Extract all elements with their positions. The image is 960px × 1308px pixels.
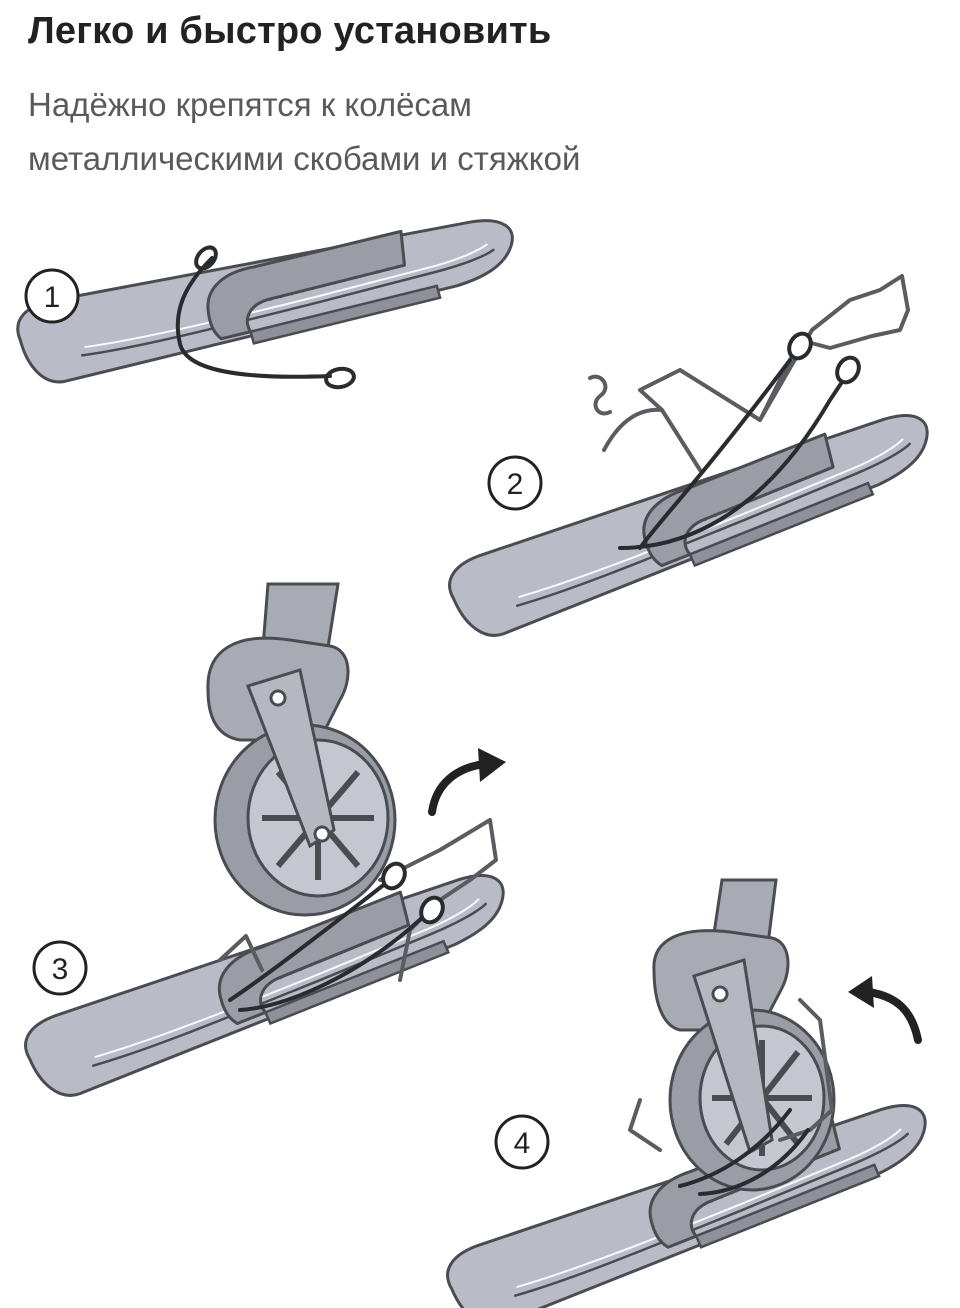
step-3-number: 3: [52, 953, 69, 986]
step-3-badge: 3: [32, 940, 88, 996]
stroller-wheel-3: [206, 582, 397, 917]
step-3-illustration: [9, 582, 528, 1106]
page-title: Легко и быстро установить: [28, 10, 552, 52]
step-2-illustration: [433, 274, 952, 646]
step-2-badge: 2: [487, 455, 543, 511]
page-subtitle: Надёжно крепятся к колёсам металлическим…: [28, 78, 848, 186]
step-1-illustration: [9, 216, 524, 390]
subtitle-line-1: Надёжно крепятся к колёсам: [28, 86, 472, 123]
step-1-badge: 1: [24, 268, 80, 324]
step-2-number: 2: [507, 468, 524, 501]
subtitle-line-2: металлическими скобами и стяжкой: [28, 140, 581, 177]
step-4-number: 4: [514, 1127, 531, 1160]
step-1-number: 1: [44, 281, 61, 314]
step-4-badge: 4: [494, 1114, 550, 1170]
stroller-wheel-4: [652, 878, 836, 1192]
step-4-illustration: [431, 878, 950, 1308]
